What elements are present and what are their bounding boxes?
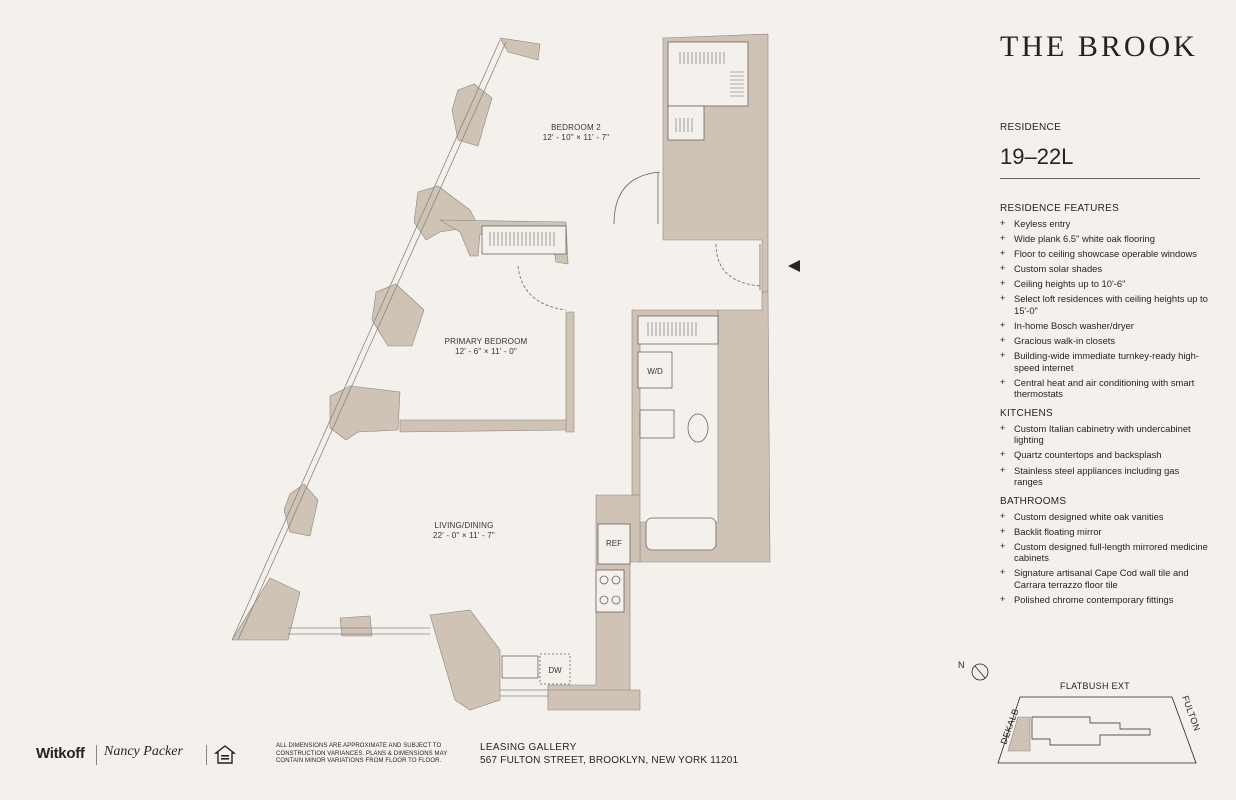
compass-icon	[971, 663, 989, 681]
bedroom2-name: BEDROOM 2	[551, 123, 601, 132]
list-item: Custom solar shades	[1000, 263, 1210, 275]
hangers-hall	[647, 322, 697, 336]
list-item: Ceiling heights up to 10'-6"	[1000, 278, 1210, 290]
wall-north	[499, 37, 541, 61]
list-item: Wide plank 6.5" white oak flooring	[1000, 233, 1210, 245]
bedroom2-dims: 12' - 10" × 11' - 7"	[543, 133, 610, 142]
fridge	[597, 523, 631, 565]
list-item: Backlit floating mirror	[1000, 526, 1210, 538]
list-item: Floor to ceiling showcase operable windo…	[1000, 248, 1210, 260]
features-list: RESIDENCE FEATURES Keyless entry Wide pl…	[1000, 203, 1210, 613]
closet-primary	[481, 225, 567, 255]
list-item: Signature artisanal Cape Cod wall tile a…	[1000, 567, 1210, 590]
residence-number: 19–22L	[1000, 144, 1074, 169]
residence-features: Keyless entry Wide plank 6.5" white oak …	[1000, 218, 1210, 400]
list-item: Building-wide immediate turnkey-ready hi…	[1000, 350, 1210, 373]
list-item: Stainless steel appliances including gas…	[1000, 465, 1210, 488]
closet-bed2	[667, 41, 749, 107]
equal-housing-icon	[214, 745, 236, 764]
list-item: Quartz countertops and backsplash	[1000, 449, 1210, 461]
list-item: Gracious walk-in closets	[1000, 335, 1210, 347]
door-bed2-arc	[613, 171, 661, 225]
unit-highlight	[1007, 716, 1031, 752]
toilet	[687, 413, 709, 443]
column-5	[283, 483, 319, 537]
list-item: Select loft residences with ceiling heig…	[1000, 293, 1210, 316]
witkoff-logo: Witkoff	[36, 745, 85, 762]
hangers-bed2	[679, 52, 725, 64]
washer-dryer	[637, 351, 673, 389]
bath-vanity	[639, 409, 675, 439]
wd-label: W/D	[647, 367, 663, 376]
dw-label: DW	[548, 666, 562, 675]
living-name: LIVING/DINING	[434, 521, 493, 530]
primary-name: PRIMARY BEDROOM	[445, 337, 528, 346]
window-west-inner	[237, 41, 507, 641]
kitchen-sink	[501, 655, 539, 679]
building-footprint	[1031, 716, 1151, 746]
key-map: N FLATBUSH EXT DEKALB FULTON	[958, 660, 1202, 764]
list-item: In-home Bosch washer/dryer	[1000, 320, 1210, 332]
living-dims: 22' - 0" × 11' - 7"	[433, 531, 495, 540]
dishwasher	[539, 653, 571, 685]
column-6	[339, 615, 373, 637]
wall-primary-living	[399, 419, 569, 433]
floor-plan: BEDROOM 2 12' - 10" × 11' - 7" PRIMARY B…	[231, 33, 800, 711]
footer-divider	[206, 745, 207, 765]
window-south2	[500, 689, 548, 697]
door-primary-arc	[517, 265, 567, 311]
range	[595, 569, 625, 613]
north-label: N	[958, 660, 965, 670]
wall-south-right	[547, 689, 641, 711]
bathrooms-features: Custom designed white oak vanities Backl…	[1000, 511, 1210, 606]
window-south	[288, 627, 430, 635]
leasing-gallery-title: LEASING GALLERY	[480, 742, 577, 753]
window-west	[231, 39, 501, 641]
wall-primary-east	[565, 311, 575, 433]
primary-dims: 12' - 6" × 11' - 0"	[455, 347, 517, 356]
leasing-gallery-address: 567 FULTON STREET, BROOKLYN, NEW YORK 11…	[480, 755, 739, 766]
door-entry-arc	[715, 243, 761, 287]
divider	[1000, 178, 1200, 179]
street-top: FLATBUSH EXT	[1060, 681, 1130, 691]
closet-hall	[637, 315, 719, 345]
list-item: Custom designed full-length mirrored med…	[1000, 541, 1210, 564]
brand-title: THE BROOK	[1000, 30, 1198, 63]
wall-sw-corner	[231, 577, 301, 641]
column-1	[451, 83, 493, 147]
hangers-primary	[489, 232, 555, 246]
list-item: Central heat and air conditioning with s…	[1000, 377, 1210, 400]
kitchens-title: KITCHENS	[1000, 407, 1053, 419]
bathtub	[645, 517, 717, 551]
kitchens-features: Custom Italian cabinetry with undercabin…	[1000, 423, 1210, 488]
residence-label: RESIDENCE	[1000, 122, 1062, 133]
list-item: Custom Italian cabinetry with undercabin…	[1000, 423, 1210, 446]
block-outline	[997, 696, 1197, 764]
list-item: Polished chrome contemporary fittings	[1000, 594, 1210, 606]
residence-features-title: RESIDENCE FEATURES	[1000, 203, 1120, 214]
entry-arrow-icon	[788, 260, 800, 272]
ref-label: REF	[606, 539, 622, 548]
footer-divider	[96, 745, 97, 765]
hangers-bed2-low	[675, 118, 693, 132]
column-3	[371, 283, 425, 347]
nancy-packer-logo: Nancy Packer	[104, 744, 183, 759]
hangers-bed2-side	[730, 71, 744, 97]
street-right: FULTON	[1180, 694, 1202, 732]
column-4	[329, 385, 401, 441]
bathrooms-title: BATHROOMS	[1000, 495, 1067, 507]
wall-south	[429, 609, 501, 711]
list-item: Custom designed white oak vanities	[1000, 511, 1210, 523]
list-item: Keyless entry	[1000, 218, 1210, 230]
closet-bed2-2	[667, 105, 705, 141]
disclaimer: ALL DIMENSIONS ARE APPROXIMATE AND SUBJE…	[276, 743, 448, 764]
